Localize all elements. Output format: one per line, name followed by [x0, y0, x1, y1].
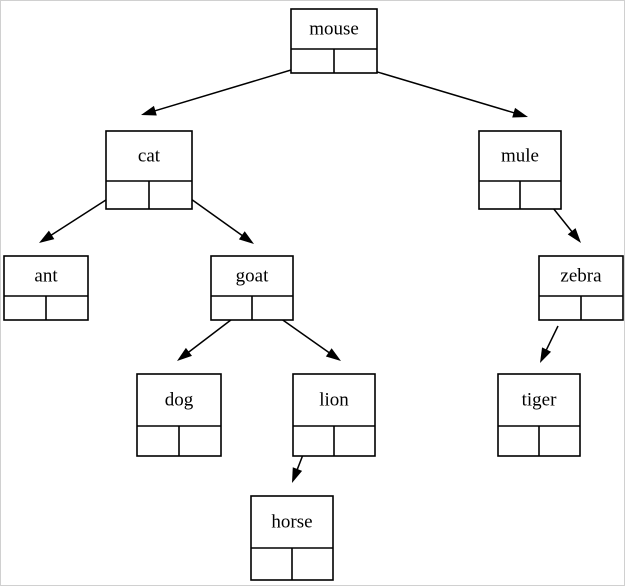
node-left-pointer-cell[interactable] [211, 296, 252, 320]
node-left-pointer-cell[interactable] [251, 548, 292, 580]
node-label: mule [501, 145, 539, 166]
edge-line [152, 66, 302, 113]
tree-node-dog[interactable]: dog [136, 373, 222, 457]
tree-node-goat[interactable]: goat [210, 255, 294, 321]
node-left-pointer-cell[interactable] [479, 181, 520, 209]
node-label: zebra [560, 265, 602, 286]
tree-node-cat[interactable]: cat [105, 130, 193, 210]
node-label: tiger [522, 389, 557, 410]
node-left-pointer-cell[interactable] [291, 49, 334, 73]
tree-node-ant[interactable]: ant [3, 255, 89, 321]
node-right-pointer-cell[interactable] [334, 426, 375, 456]
tree-node-mule[interactable]: mule [478, 130, 562, 210]
arrow-head-icon [540, 347, 552, 363]
tree-node-horse[interactable]: horse [250, 495, 334, 581]
tree-node-mouse[interactable]: mouse [290, 8, 378, 74]
arrow-head-icon [292, 467, 303, 483]
arrow-head-icon [567, 228, 581, 243]
node-left-pointer-cell[interactable] [539, 296, 581, 320]
node-right-pointer-cell[interactable] [252, 296, 293, 320]
node-label: ant [34, 265, 58, 286]
node-left-pointer-cell[interactable] [498, 426, 539, 456]
node-label: goat [236, 265, 269, 286]
arrow-head-icon [177, 347, 192, 361]
arrow-head-icon [238, 231, 254, 244]
node-left-pointer-cell[interactable] [106, 181, 149, 209]
tree-node-zebra[interactable]: zebra [538, 255, 624, 321]
node-left-pointer-cell[interactable] [4, 296, 46, 320]
node-right-pointer-cell[interactable] [581, 296, 623, 320]
node-right-pointer-cell[interactable] [46, 296, 88, 320]
edge-line [544, 325, 559, 353]
arrow-head-icon [141, 105, 157, 116]
node-left-pointer-cell[interactable] [137, 426, 179, 456]
node-label: dog [165, 389, 194, 410]
node-right-pointer-cell[interactable] [334, 49, 377, 73]
tree-node-lion[interactable]: lion [292, 373, 376, 457]
node-right-pointer-cell[interactable] [292, 548, 333, 580]
tree-edge-zebra-to-tiger [540, 325, 559, 363]
node-right-pointer-cell[interactable] [520, 181, 561, 209]
node-right-pointer-cell[interactable] [539, 426, 580, 456]
tree-node-tiger[interactable]: tiger [497, 373, 581, 457]
tree-edge-mouse-to-cat [141, 66, 302, 116]
arrow-head-icon [512, 107, 528, 118]
arrow-head-icon [39, 230, 55, 243]
node-label: cat [138, 145, 161, 166]
node-right-pointer-cell[interactable] [149, 181, 192, 209]
tree-edge-mouse-to-mule [353, 64, 528, 118]
node-label: lion [319, 389, 349, 410]
edge-line [353, 64, 517, 115]
nodes-layer: mouse cat mule ant goat zebra dog lion tiger hors… [3, 8, 624, 581]
node-right-pointer-cell[interactable] [179, 426, 221, 456]
node-label: horse [271, 511, 312, 532]
node-label: mouse [309, 18, 359, 39]
arrow-head-icon [325, 348, 341, 361]
node-left-pointer-cell[interactable] [293, 426, 334, 456]
